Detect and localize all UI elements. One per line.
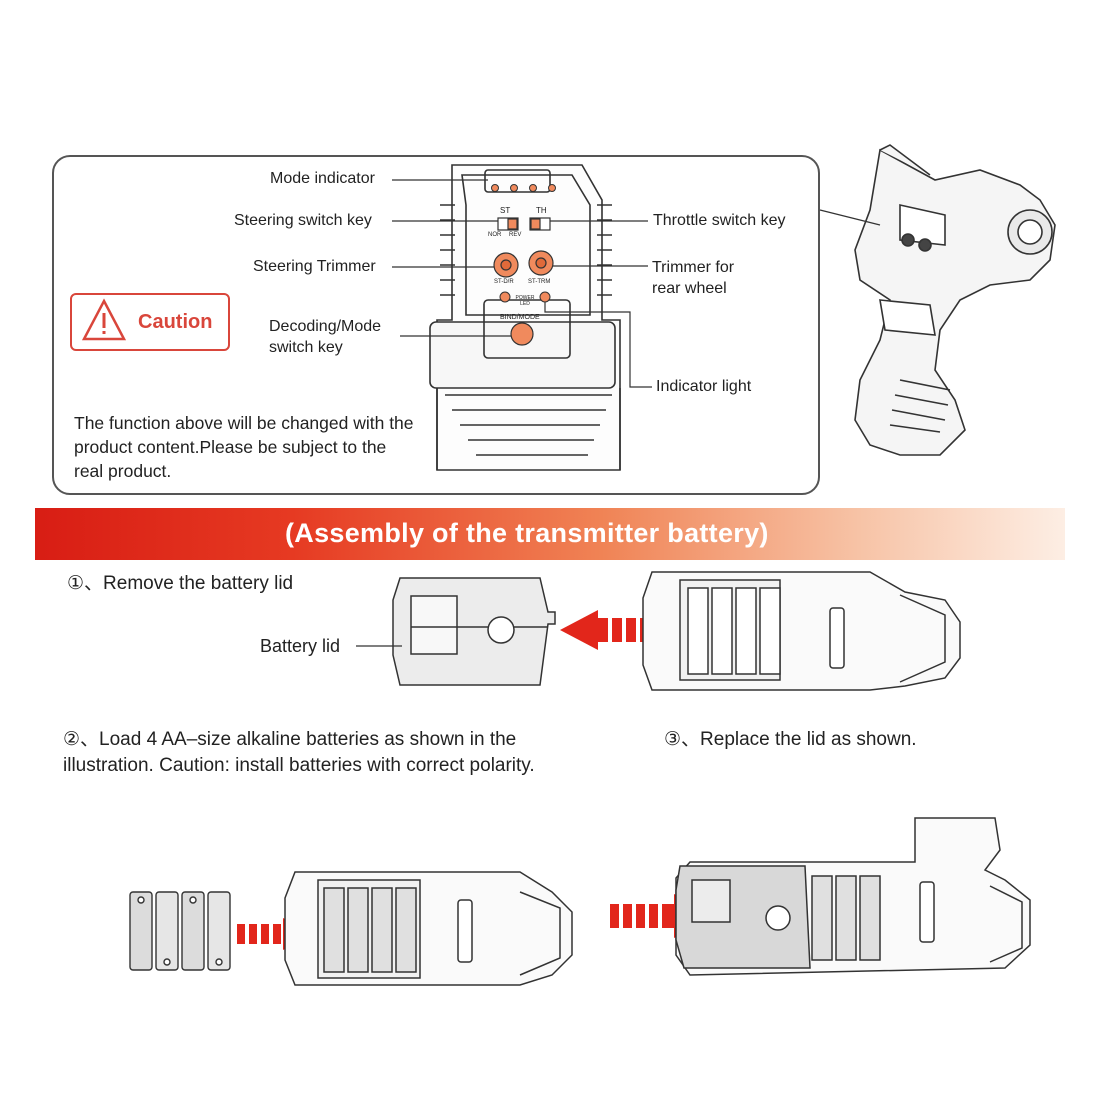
device-th-label: TH	[536, 206, 547, 215]
power-led	[539, 291, 551, 303]
device-rev-label: REV	[509, 232, 522, 238]
transmitter-side-view	[854, 144, 1056, 456]
throttle-switch-key	[529, 217, 551, 231]
open-battery-compartment	[642, 571, 961, 691]
callout-lines	[392, 179, 652, 388]
step1-text: ①、Remove the battery lid	[67, 573, 294, 594]
mode-indicator-leds	[491, 184, 556, 192]
label-trimmer-rear-1: Trimmer for	[652, 259, 735, 276]
step2-text: ②、Load 4 AA–size alkaline batteries as s…	[63, 729, 535, 776]
battery-lid	[392, 577, 556, 686]
rear-trimmer-knob	[528, 250, 554, 276]
steering-switch-key	[497, 217, 519, 231]
device-stdr-label: ST-D/R	[494, 279, 514, 285]
label-decoding-mode-1: Decoding/Mode	[269, 318, 382, 335]
caution-label: Caution	[138, 311, 213, 333]
device-sttrm-label: ST-TRM	[528, 279, 551, 285]
compartment-loading	[284, 871, 573, 986]
label-indicator-light: Indicator light	[656, 378, 752, 395]
disclaimer-note: The function above will be changed with …	[74, 413, 414, 481]
bind-mode-button	[510, 322, 534, 346]
compartment-with-lid	[675, 817, 1031, 976]
steering-trimmer-knob	[493, 252, 519, 278]
label-mode-indicator: Mode indicator	[270, 170, 375, 187]
label-decoding-mode-2: switch key	[269, 339, 343, 356]
label-steering-trimmer: Steering Trimmer	[253, 258, 376, 275]
section-banner: (Assembly of the transmitter battery)	[35, 508, 1065, 560]
battery-lid-label: Battery lid	[260, 636, 341, 656]
aa-batteries	[129, 891, 231, 971]
step3-text: ③、Replace the lid as shown.	[664, 729, 917, 750]
indicator-light	[499, 291, 511, 303]
device-bind-mode-label: BIND/MODE	[500, 314, 540, 321]
device-st-label: ST	[500, 206, 511, 215]
banner-title: (Assembly of the transmitter battery)	[285, 518, 769, 548]
caution-box: Caution	[70, 293, 230, 351]
label-trimmer-rear-2: rear wheel	[652, 280, 727, 297]
controls-panel	[52, 155, 820, 495]
side-view-pointer	[819, 209, 881, 226]
label-throttle-switch-key: Throttle switch key	[653, 212, 786, 229]
transmitter-top-view	[429, 164, 621, 471]
device-nor-label: NOR	[488, 232, 502, 238]
device-power-led-label: POWER LED	[515, 295, 535, 307]
label-steering-switch-key: Steering switch key	[234, 212, 372, 229]
warning-triangle-icon	[82, 298, 127, 341]
